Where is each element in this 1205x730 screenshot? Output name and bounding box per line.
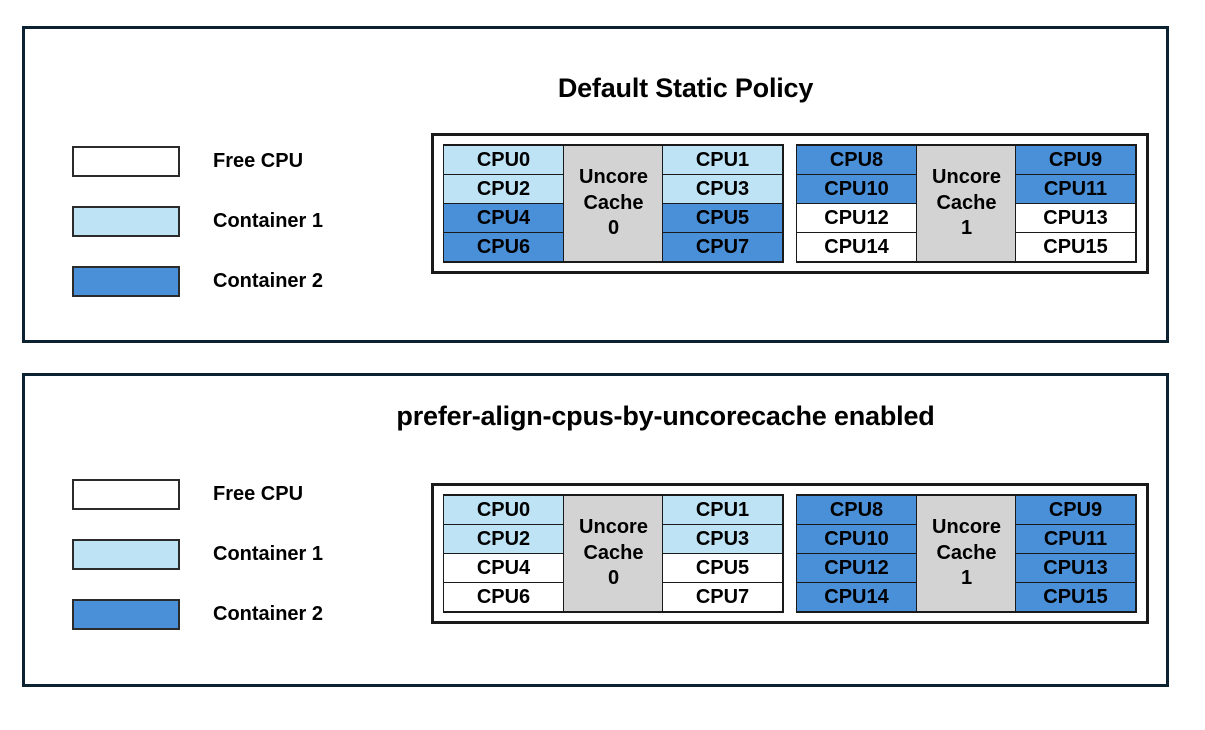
- cpu-cell-cpu7: CPU7: [662, 582, 783, 612]
- legend-label: Free CPU: [213, 149, 304, 172]
- legend-row: Free CPU: [72, 131, 323, 191]
- cpu-cell-cpu13: CPU13: [1015, 553, 1136, 583]
- uncore-cache-index: 1: [960, 567, 973, 590]
- cpu-cell-cpu13: CPU13: [1015, 203, 1136, 233]
- cpu-cell-cpu14: CPU14: [796, 232, 917, 262]
- legend-label: Container 1: [213, 209, 324, 232]
- legend-swatch-container-1: [72, 538, 180, 570]
- legend-0: Free CPU Container 1 Container 2: [72, 131, 323, 311]
- cpu-cell-cpu6: CPU6: [443, 232, 564, 262]
- panel-title-1: prefer-align-cpus-by-uncorecache enabled: [396, 401, 935, 431]
- cpu-cell-cpu1: CPU1: [662, 145, 783, 175]
- cpu-cell-cpu14: CPU14: [796, 582, 917, 612]
- cpu-cell-cpu12: CPU12: [796, 203, 917, 233]
- uncore-cache-line1: Uncore: [579, 516, 648, 539]
- cpu-cell-cpu2: CPU2: [443, 174, 564, 204]
- cpu-cell-cpu4: CPU4: [443, 203, 564, 233]
- legend-1: Free CPU Container 1 Container 2: [72, 464, 323, 644]
- cpu-cell-cpu4: CPU4: [443, 553, 564, 583]
- legend-label: Container 2: [213, 269, 324, 292]
- cpu-cell-cpu9: CPU9: [1015, 495, 1136, 525]
- cpu-cell-cpu5: CPU5: [662, 553, 783, 583]
- panel-title-0: Default Static Policy: [557, 73, 814, 103]
- cpu-cell-cpu7: CPU7: [662, 232, 783, 262]
- uncore-cache-index: 0: [607, 217, 620, 240]
- uncore-cache-line2: Cache: [583, 541, 644, 564]
- uncore-cache-index: 1: [960, 217, 973, 240]
- cpu-cell-cpu10: CPU10: [796, 524, 917, 554]
- legend-row: Container 2: [72, 584, 323, 644]
- cpu-cell-cpu8: CPU8: [796, 495, 917, 525]
- legend-row: Container 2: [72, 251, 323, 311]
- legend-swatch-container-2: [72, 265, 180, 297]
- cpu-cell-cpu8: CPU8: [796, 145, 917, 175]
- cpu-cell-cpu0: CPU0: [443, 145, 564, 175]
- uncore-cache-line1: Uncore: [579, 166, 648, 189]
- legend-swatch-free-cpu: [72, 478, 180, 510]
- uncore-cache-line2: Cache: [583, 191, 644, 214]
- cpu-cell-cpu15: CPU15: [1015, 232, 1136, 262]
- legend-label: Container 2: [213, 602, 324, 625]
- uncore-cache-line1: Uncore: [932, 516, 1001, 539]
- legend-label: Free CPU: [213, 482, 304, 505]
- cpu-cell-cpu5: CPU5: [662, 203, 783, 233]
- cpu-cell-cpu12: CPU12: [796, 553, 917, 583]
- legend-label: Container 1: [213, 542, 324, 565]
- cpu-cell-cpu10: CPU10: [796, 174, 917, 204]
- cpu-cell-cpu0: CPU0: [443, 495, 564, 525]
- cpu-cell-cpu11: CPU11: [1015, 174, 1136, 204]
- uncore-cache-line1: Uncore: [932, 166, 1001, 189]
- cpu-cell-cpu1: CPU1: [662, 495, 783, 525]
- cpu-cell-cpu2: CPU2: [443, 524, 564, 554]
- legend-swatch-free-cpu: [72, 145, 180, 177]
- legend-swatch-container-2: [72, 598, 180, 630]
- legend-row: Container 1: [72, 524, 323, 584]
- uncore-cache-line2: Cache: [936, 541, 997, 564]
- cpu-cell-cpu9: CPU9: [1015, 145, 1136, 175]
- cpu-cell-cpu11: CPU11: [1015, 524, 1136, 554]
- legend-row: Free CPU: [72, 464, 323, 524]
- cpu-cell-cpu15: CPU15: [1015, 582, 1136, 612]
- diagram-panel-1: prefer-align-cpus-by-uncorecache enabled…: [22, 373, 1169, 687]
- uncore-cache-line2: Cache: [936, 191, 997, 214]
- cpu-cell-cpu3: CPU3: [662, 174, 783, 204]
- cpu-cell-cpu6: CPU6: [443, 582, 564, 612]
- legend-row: Container 1: [72, 191, 323, 251]
- cpu-cell-cpu3: CPU3: [662, 524, 783, 554]
- legend-swatch-container-1: [72, 205, 180, 237]
- uncore-cache-index: 0: [607, 567, 620, 590]
